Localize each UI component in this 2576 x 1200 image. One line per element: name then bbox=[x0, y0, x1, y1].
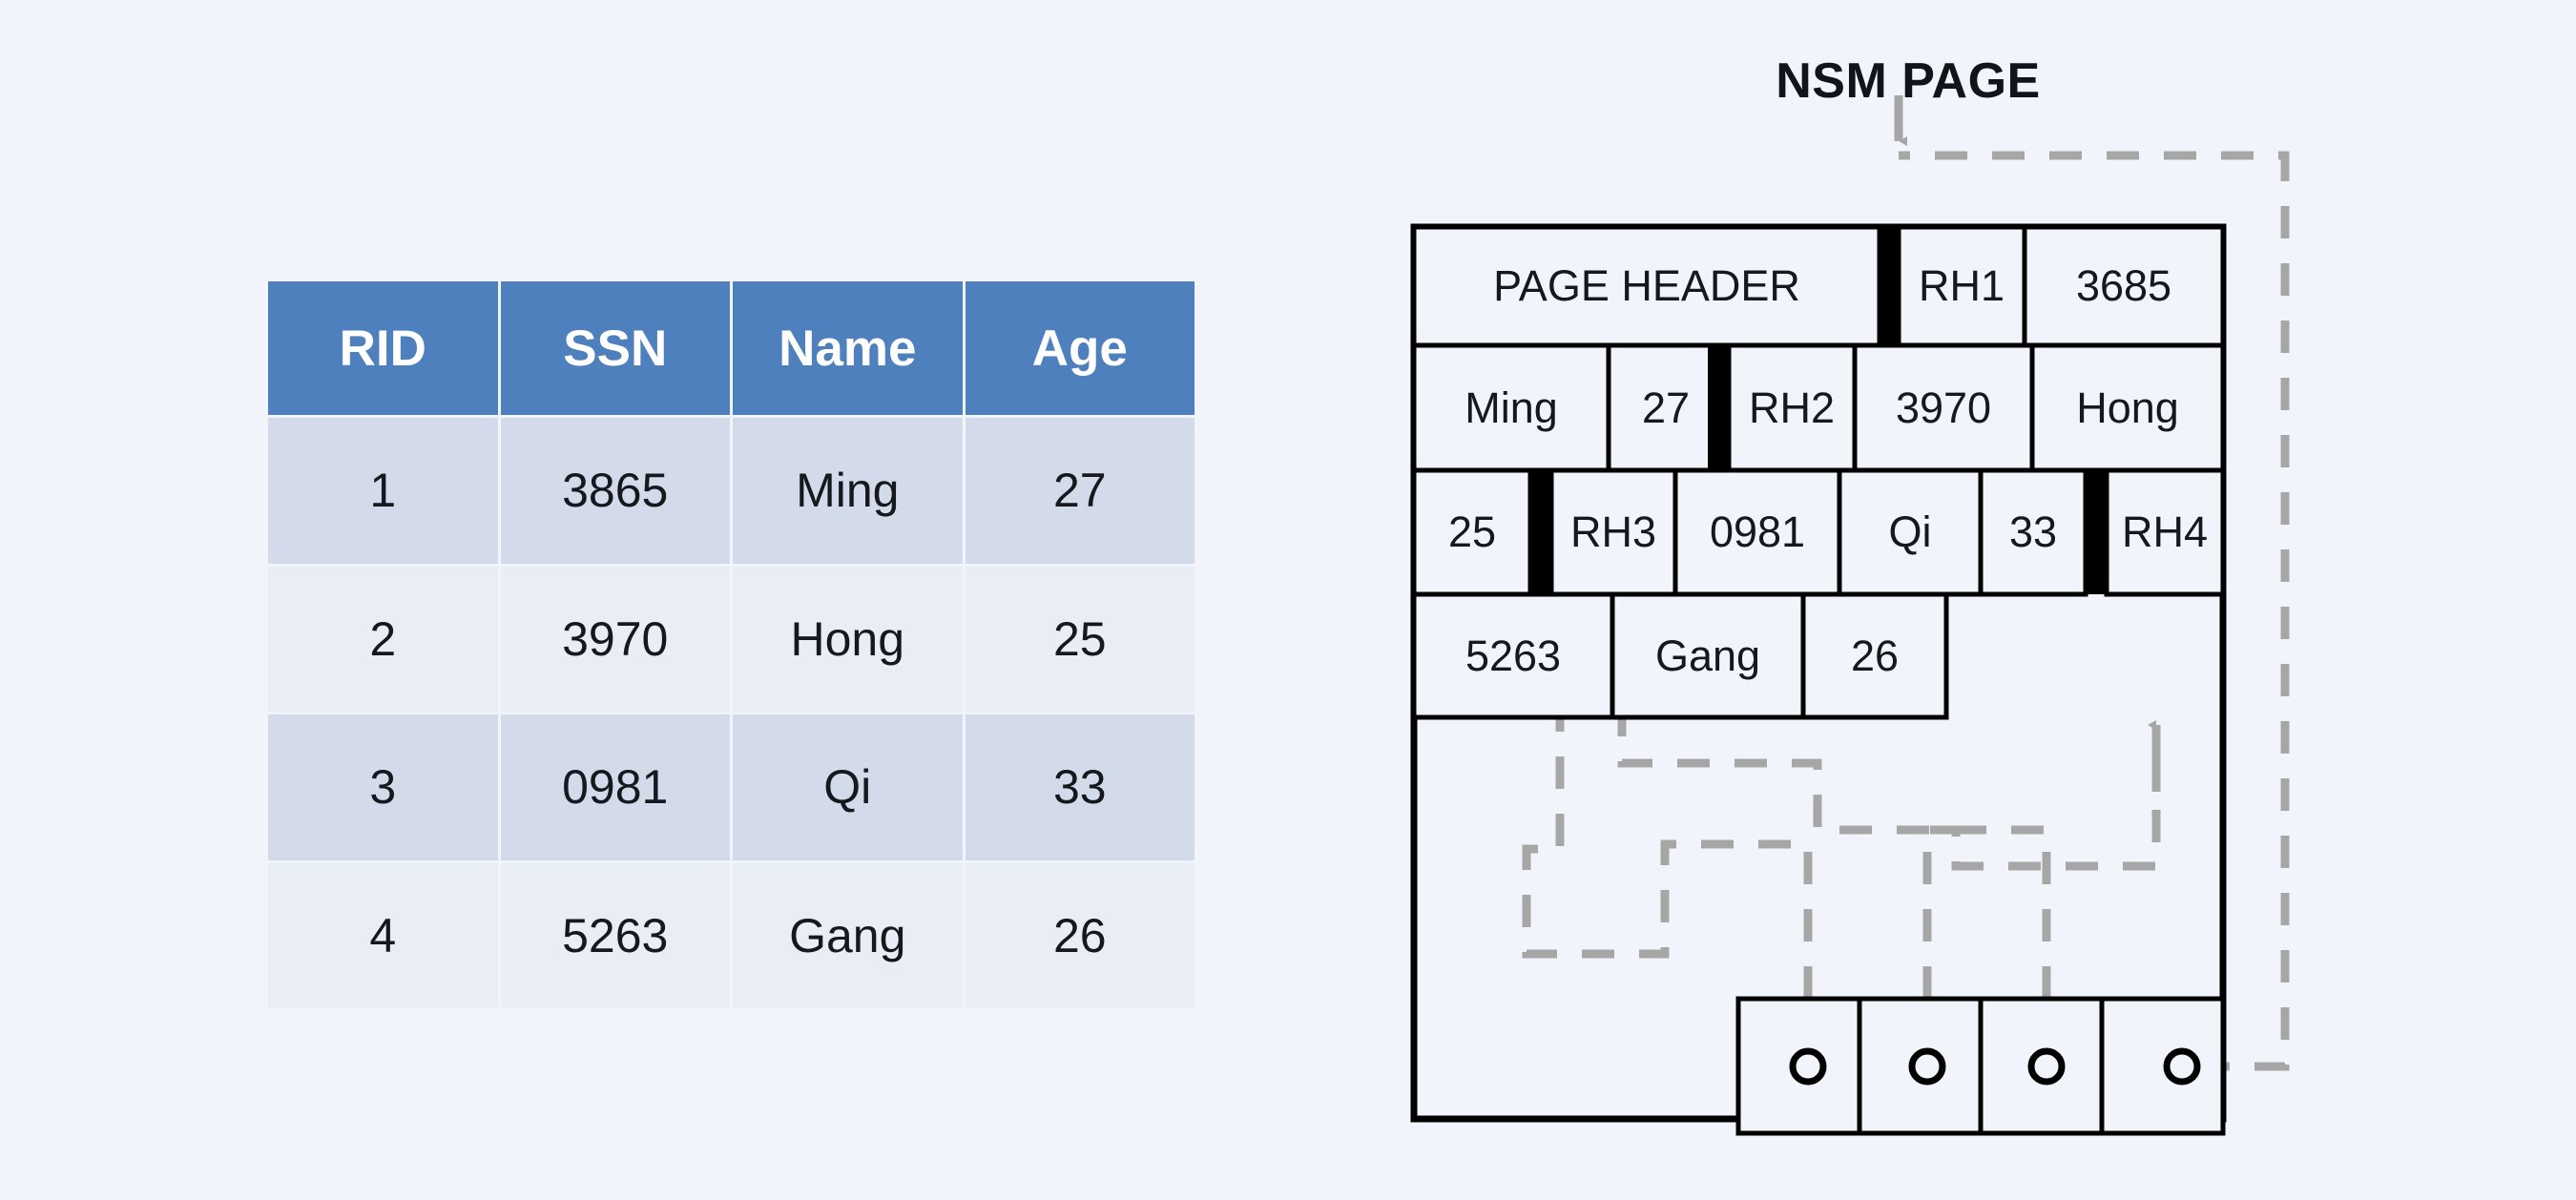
circle-icon bbox=[1789, 1047, 1827, 1086]
label-qi: Qi bbox=[1888, 507, 1932, 556]
cell-ssn: 5263 bbox=[500, 862, 730, 1008]
slot-3[interactable] bbox=[1978, 996, 2105, 1136]
table-row: 3 0981 Qi 33 bbox=[268, 714, 1195, 860]
cell-age: 26 bbox=[965, 862, 1195, 1008]
circle-icon bbox=[2027, 1047, 2066, 1086]
label-gang: Gang bbox=[1654, 631, 1761, 680]
column-header-ssn: SSN bbox=[500, 281, 730, 415]
table-header-row: RID SSN Name Age bbox=[268, 281, 1195, 415]
label-0981: 0981 bbox=[1709, 507, 1806, 556]
label-rh2: RH2 bbox=[1748, 383, 1836, 432]
slot-1[interactable] bbox=[1735, 996, 1862, 1136]
label-27: 27 bbox=[1641, 383, 1691, 432]
label-rh3: RH3 bbox=[1569, 507, 1657, 556]
relation-table: RID SSN Name Age 1 3865 Ming 27 2 3970 H… bbox=[265, 279, 1197, 1011]
record-boundary-marker-1 bbox=[1880, 227, 1901, 345]
slot-pointers bbox=[1789, 1047, 2201, 1086]
cell-age: 25 bbox=[965, 566, 1195, 712]
column-header-age: Age bbox=[965, 281, 1195, 415]
record-boundary-marker-4 bbox=[2086, 470, 2107, 594]
label-33: 33 bbox=[2008, 507, 2058, 556]
column-header-rid: RID bbox=[268, 281, 498, 415]
pointer-route-rh4 bbox=[1922, 725, 2161, 999]
label-rh4: RH4 bbox=[2121, 507, 2209, 556]
label-ming: Ming bbox=[1465, 383, 1558, 432]
cell-ssn: 3970 bbox=[500, 566, 730, 712]
cell-rid: 2 bbox=[268, 566, 498, 712]
column-header-name: Name bbox=[733, 281, 963, 415]
cell-ssn: 3865 bbox=[500, 418, 730, 564]
label-hong: Hong bbox=[2076, 383, 2179, 432]
cell-rid: 1 bbox=[268, 418, 498, 564]
cell-name: Ming bbox=[733, 418, 963, 564]
label-25: 25 bbox=[1447, 507, 1497, 556]
label-page-header: PAGE HEADER bbox=[1493, 261, 1800, 310]
label-26: 26 bbox=[1850, 631, 1900, 680]
slot-4[interactable] bbox=[2099, 996, 2226, 1136]
slot-2[interactable] bbox=[1857, 996, 1984, 1136]
table-row: 1 3865 Ming 27 bbox=[268, 418, 1195, 564]
cell-name: Gang bbox=[733, 862, 963, 1008]
circle-icon bbox=[2163, 1047, 2201, 1086]
circle-icon bbox=[1908, 1047, 1946, 1086]
label-5263: 5263 bbox=[1465, 631, 1562, 680]
label-3685: 3685 bbox=[2075, 261, 2172, 310]
table-row: 2 3970 Hong 25 bbox=[268, 566, 1195, 712]
cell-name: Qi bbox=[733, 714, 963, 860]
cell-name: Hong bbox=[733, 566, 963, 712]
label-3970: 3970 bbox=[1895, 383, 1992, 432]
cell-rid: 3 bbox=[268, 714, 498, 860]
table-row: 4 5263 Gang 26 bbox=[268, 862, 1195, 1008]
slot-array bbox=[1735, 996, 2226, 1136]
cell-age: 33 bbox=[965, 714, 1195, 860]
cell-rid: 4 bbox=[268, 862, 498, 1008]
nsm-page-title: NSM PAGE bbox=[1776, 53, 2041, 109]
label-rh1: RH1 bbox=[1918, 261, 2005, 310]
cell-ssn: 0981 bbox=[500, 714, 730, 860]
record-boundary-marker-3 bbox=[1530, 470, 1551, 594]
cell-age: 27 bbox=[965, 418, 1195, 564]
